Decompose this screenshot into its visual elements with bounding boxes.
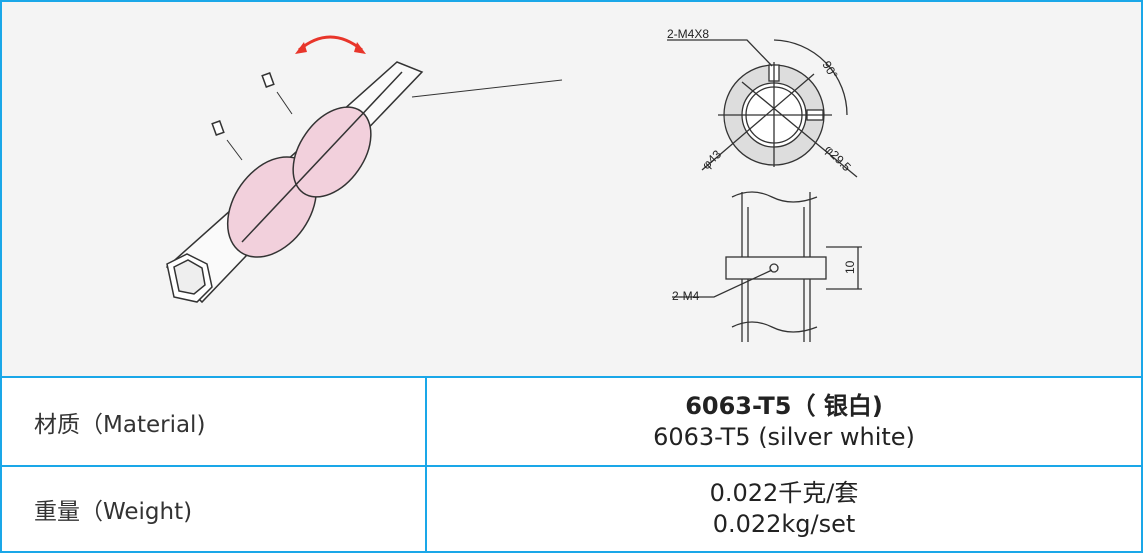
material-value-en: 6063-T5 (silver white) <box>653 422 915 451</box>
label-screw-side: 2-M4 <box>672 289 700 303</box>
label-inner-dia: φ29.5 <box>822 142 854 174</box>
table-row-weight: 重量（Weight) 0.022千克/套 0.022kg/set <box>2 467 1141 551</box>
material-value-cn: 6063-T5（ 银白) <box>685 391 883 420</box>
weight-label: 重量（Weight) <box>2 467 427 551</box>
pipe-illustration <box>165 61 563 304</box>
weight-value-en: 0.022kg/set <box>712 510 856 538</box>
side-view <box>672 191 862 342</box>
label-height: 10 <box>843 260 857 274</box>
rotate-arrow-icon <box>298 35 363 52</box>
product-drawing: 2-M4X8 90° φ43 φ29.5 10 2-M4 <box>2 2 1141 378</box>
ring-upper <box>292 106 372 198</box>
material-value: 6063-T5（ 银白) 6063-T5 (silver white) <box>427 378 1141 465</box>
top-view <box>667 39 858 178</box>
weight-value-cn: 0.022千克/套 <box>709 479 859 507</box>
material-label: 材质（Material) <box>2 378 427 465</box>
technical-drawing: 2-M4X8 90° φ43 φ29.5 10 2-M4 <box>165 27 862 342</box>
weight-value: 0.022千克/套 0.022kg/set <box>427 467 1141 551</box>
table-row-material: 材质（Material) 6063-T5（ 银白) 6063-T5 (silve… <box>2 378 1141 467</box>
label-screw-top: 2-M4X8 <box>667 27 709 41</box>
